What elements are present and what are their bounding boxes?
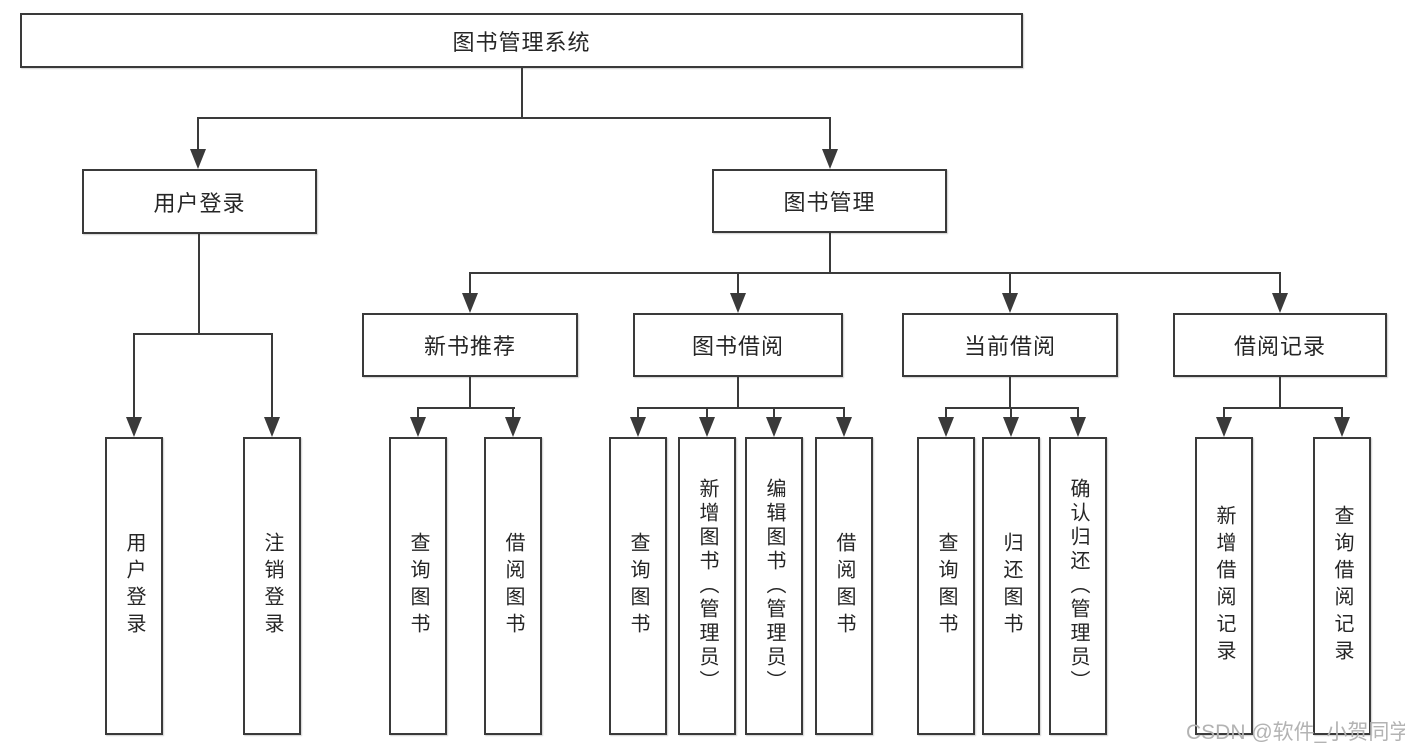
leaf-query-books-borrow: 查询图书 xyxy=(609,437,667,735)
node-new-book-recommend: 新书推荐 xyxy=(362,313,578,377)
node-label: 查询图书 xyxy=(627,532,649,640)
node-label: 用户登录 xyxy=(123,532,145,640)
node-label: 查询图书 xyxy=(407,532,429,640)
node-label: 图书借阅 xyxy=(691,334,784,359)
connector-line xyxy=(198,234,200,334)
node-label: 确认归还（管理员） xyxy=(1067,478,1089,694)
connector-line xyxy=(271,333,273,417)
node-label: 注销登录 xyxy=(261,532,283,640)
leaf-borrow-books-recommend: 借阅图书 xyxy=(484,437,542,735)
node-label: 查询借阅记录 xyxy=(1331,505,1353,667)
leaf-add-borrow-record: 新增借阅记录 xyxy=(1195,437,1253,735)
leaf-return-books: 归还图书 xyxy=(982,437,1040,735)
arrow-down-icon xyxy=(1070,417,1086,437)
node-current-borrow: 当前借阅 xyxy=(902,313,1118,377)
node-label: 查询图书 xyxy=(935,532,957,640)
leaf-query-borrow-record: 查询借阅记录 xyxy=(1313,437,1371,735)
node-label: 归还图书 xyxy=(1000,532,1022,640)
leaf-query-books-current: 查询图书 xyxy=(917,437,975,735)
connector-line xyxy=(197,117,831,119)
arrow-down-icon xyxy=(938,417,954,437)
csdn-watermark: CSDN @软件_小贺同学 xyxy=(1186,721,1405,744)
arrow-down-icon xyxy=(126,417,142,437)
arrow-down-icon xyxy=(766,417,782,437)
arrow-down-icon xyxy=(1002,293,1018,313)
leaf-logout: 注销登录 xyxy=(243,437,301,735)
node-label: 新增借阅记录 xyxy=(1213,505,1235,667)
connector-line xyxy=(1010,407,1012,417)
node-book-management-branch: 图书管理 xyxy=(712,169,947,233)
arrow-down-icon xyxy=(505,417,521,437)
connector-line xyxy=(737,272,739,293)
connector-line xyxy=(945,407,947,417)
connector-line xyxy=(1077,407,1079,417)
node-user-login-branch: 用户登录 xyxy=(82,169,317,234)
leaf-borrow-books: 借阅图书 xyxy=(815,437,873,735)
connector-line xyxy=(417,407,419,417)
connector-line xyxy=(512,407,514,417)
connector-line xyxy=(1341,407,1343,417)
arrow-down-icon xyxy=(836,417,852,437)
arrow-down-icon xyxy=(1272,293,1288,313)
arrow-down-icon xyxy=(190,149,206,169)
leaf-confirm-return-admin: 确认归还（管理员） xyxy=(1049,437,1107,735)
node-book-borrow: 图书借阅 xyxy=(633,313,843,377)
leaf-user-login: 用户登录 xyxy=(105,437,163,735)
connector-line xyxy=(829,117,831,149)
arrow-down-icon xyxy=(822,149,838,169)
connector-line xyxy=(469,377,471,409)
connector-line xyxy=(1009,272,1011,293)
arrow-down-icon xyxy=(462,293,478,313)
arrow-down-icon xyxy=(410,417,426,437)
arrow-down-icon xyxy=(264,417,280,437)
arrow-down-icon xyxy=(1216,417,1232,437)
connector-line xyxy=(945,407,1079,409)
connector-line xyxy=(1223,407,1343,409)
connector-line xyxy=(1279,272,1281,293)
connector-line xyxy=(133,333,135,417)
connector-line xyxy=(1279,377,1281,409)
connector-line xyxy=(417,407,515,409)
node-label: 用户登录 xyxy=(153,190,246,216)
leaf-query-books-recommend: 查询图书 xyxy=(389,437,447,735)
node-label: 新书推荐 xyxy=(423,334,516,359)
connector-line xyxy=(737,377,739,409)
node-label: 图书管理系统 xyxy=(452,29,591,55)
node-label: 新增图书（管理员） xyxy=(696,478,718,694)
arrow-down-icon xyxy=(730,293,746,313)
connector-line xyxy=(521,68,523,118)
connector-line xyxy=(773,407,775,417)
node-label: 借阅记录 xyxy=(1233,334,1326,359)
node-label: 借阅图书 xyxy=(833,532,855,640)
leaf-add-books-admin: 新增图书（管理员） xyxy=(678,437,736,735)
connector-line xyxy=(469,272,1281,274)
node-label: 编辑图书（管理员） xyxy=(763,478,785,694)
arrow-down-icon xyxy=(1003,417,1019,437)
connector-line xyxy=(1223,407,1225,417)
leaf-edit-books-admin: 编辑图书（管理员） xyxy=(745,437,803,735)
connector-line xyxy=(637,407,639,417)
arrow-down-icon xyxy=(630,417,646,437)
node-label: 当前借阅 xyxy=(963,334,1056,359)
connector-line xyxy=(843,407,845,417)
arrow-down-icon xyxy=(699,417,715,437)
node-label: 借阅图书 xyxy=(502,532,524,640)
connector-line xyxy=(197,117,199,149)
connector-line xyxy=(469,272,471,293)
arrow-down-icon xyxy=(1334,417,1350,437)
connector-line xyxy=(637,407,845,409)
connector-line xyxy=(1009,377,1011,409)
node-library-management-system: 图书管理系统 xyxy=(20,13,1023,68)
connector-line xyxy=(133,333,273,335)
connector-line xyxy=(706,407,708,417)
node-label: 图书管理 xyxy=(783,190,876,215)
connector-line xyxy=(829,233,831,274)
node-borrow-records: 借阅记录 xyxy=(1173,313,1387,377)
